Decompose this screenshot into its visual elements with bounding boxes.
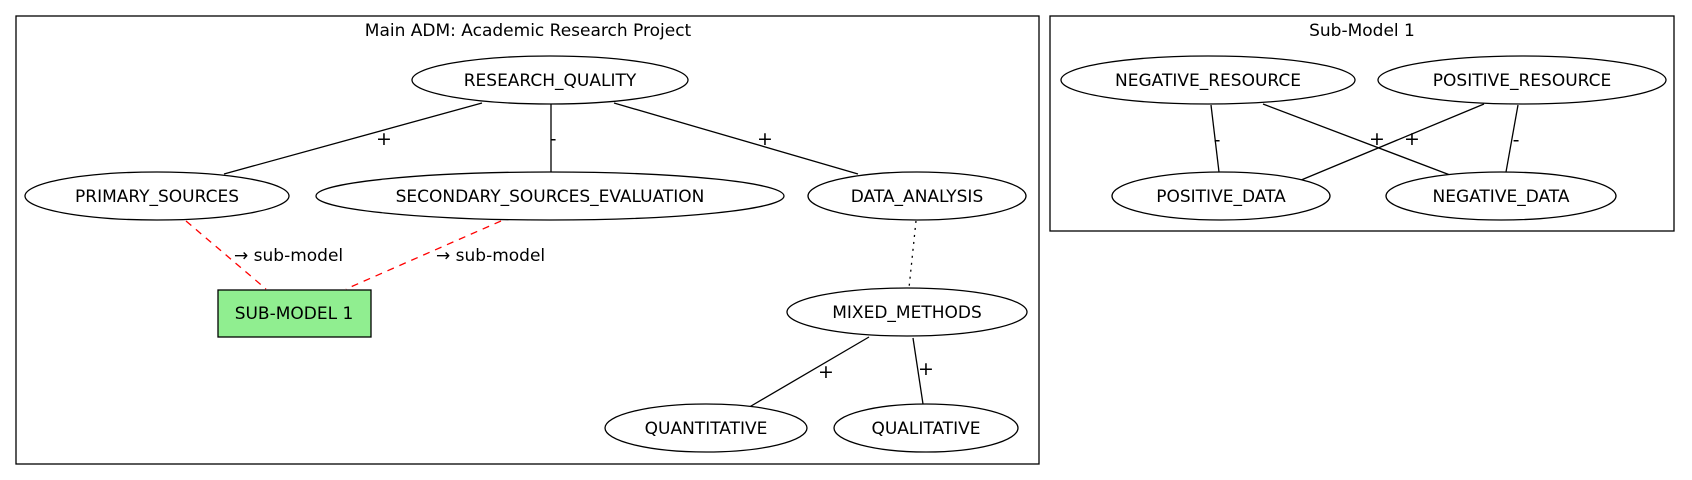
edge-sign-positive-resource-positive-data: +	[1404, 128, 1420, 150]
node-positive-resource-shape	[1377, 55, 1667, 105]
edge-sign-mixed-methods-qualitative: +	[918, 358, 934, 380]
node-primary-sources-label: PRIMARY_SOURCES	[75, 187, 239, 207]
edge-data-analysis-mixed-methods	[908, 220, 917, 289]
main-cluster: Main ADM: Academic Research Project	[15, 15, 1040, 465]
node-qualitative-shape	[833, 403, 1019, 453]
node-primary-sources: PRIMARY_SOURCES	[24, 171, 290, 221]
edge-label-primary-sources-submodel: → sub-model	[234, 246, 343, 266]
node-positive-resource: POSITIVE_RESOURCE	[1377, 55, 1667, 105]
node-positive-data-shape	[1111, 171, 1331, 221]
node-secondary-sources-evaluation-shape	[315, 171, 785, 221]
node-quantitative: QUANTITATIVE	[604, 403, 808, 453]
node-quantitative-label: QUANTITATIVE	[645, 419, 768, 439]
edge-mixed-methods-quantitative	[745, 336, 870, 410]
node-sub-model-1: SUB-MODEL 1	[217, 289, 372, 338]
edge-research-quality-primary-sources	[223, 102, 483, 175]
node-negative-data-shape	[1385, 171, 1617, 221]
node-negative-resource-label: NEGATIVE_RESOURCE	[1115, 71, 1301, 91]
node-sub-model-1-label: SUB-MODEL 1	[235, 304, 354, 324]
edge-sign-mixed-methods-quantitative: +	[818, 361, 834, 383]
edge-mixed-methods-qualitative	[912, 337, 924, 405]
node-mixed-methods-shape	[786, 287, 1028, 337]
node-sub-model-1-box	[217, 289, 372, 338]
edge-negative-resource-negative-data	[1262, 103, 1451, 176]
node-data-analysis: DATA_ANALYSIS	[807, 171, 1027, 221]
node-positive-data-label: POSITIVE_DATA	[1156, 187, 1286, 207]
node-research-quality-shape	[411, 55, 689, 105]
node-research-quality: RESEARCH_QUALITY	[411, 55, 689, 105]
node-mixed-methods-label: MIXED_METHODS	[832, 303, 982, 323]
edge-label-secondary-sources-submodel: → sub-model	[436, 246, 545, 266]
node-data-analysis-label: DATA_ANALYSIS	[851, 187, 983, 207]
sub-cluster: Sub-Model 1	[1049, 15, 1675, 232]
node-qualitative-label: QUALITATIVE	[871, 419, 980, 439]
edge-primary-sources-submodel-link	[185, 220, 267, 290]
edge-sign-negative-resource-positive-data: -	[1214, 129, 1221, 151]
node-positive-data: POSITIVE_DATA	[1111, 171, 1331, 221]
node-secondary-sources-evaluation-label: SECONDARY_SOURCES_EVALUATION	[396, 187, 705, 207]
edge-positive-resource-negative-data	[1505, 104, 1519, 173]
node-secondary-sources-evaluation: SECONDARY_SOURCES_EVALUATION	[315, 171, 785, 221]
edge-sign-research-quality-secondary-sources: -	[550, 128, 557, 150]
node-negative-data-label: NEGATIVE_DATA	[1432, 187, 1569, 207]
node-negative-resource: NEGATIVE_RESOURCE	[1060, 55, 1356, 105]
edge-sign-research-quality-data-analysis: +	[757, 128, 773, 150]
sub-cluster-title: Sub-Model 1	[1309, 21, 1415, 41]
node-primary-sources-shape	[24, 171, 290, 221]
sub-edges: - + + -	[1210, 103, 1520, 184]
node-positive-resource-label: POSITIVE_RESOURCE	[1433, 71, 1611, 91]
node-qualitative: QUALITATIVE	[833, 403, 1019, 453]
edge-positive-resource-positive-data	[1293, 103, 1485, 184]
edge-sign-research-quality-primary-sources: +	[376, 128, 392, 150]
main-cluster-box	[15, 15, 1040, 465]
main-cluster-title: Main ADM: Academic Research Project	[365, 21, 692, 41]
edge-secondary-sources-submodel-link	[345, 220, 502, 290]
node-negative-resource-shape	[1060, 55, 1356, 105]
edge-negative-resource-positive-data	[1210, 104, 1220, 173]
main-edges: + - + + + → sub-model → sub-model	[185, 102, 934, 410]
sub-cluster-box	[1049, 15, 1675, 232]
node-data-analysis-shape	[807, 171, 1027, 221]
node-quantitative-shape	[604, 403, 808, 453]
edge-sign-negative-resource-negative-data: +	[1369, 128, 1385, 150]
edge-research-quality-data-analysis	[613, 102, 859, 175]
node-negative-data: NEGATIVE_DATA	[1385, 171, 1617, 221]
edge-sign-positive-resource-negative-data: -	[1513, 129, 1520, 151]
node-mixed-methods: MIXED_METHODS	[786, 287, 1028, 337]
node-research-quality-label: RESEARCH_QUALITY	[464, 71, 637, 91]
